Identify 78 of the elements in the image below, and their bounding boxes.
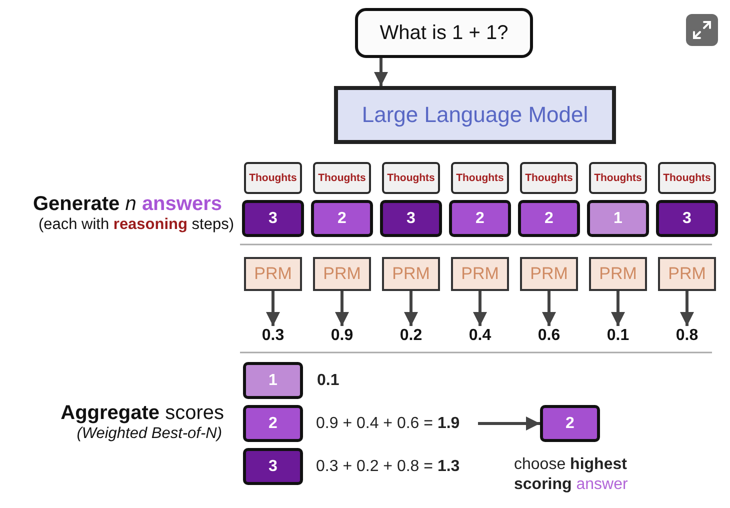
prm-label: PRM bbox=[668, 264, 706, 284]
thoughts-label: Thoughts bbox=[456, 172, 504, 184]
score-value: 0.4 bbox=[455, 326, 505, 346]
prm-box bbox=[520, 257, 578, 291]
thoughts-box bbox=[589, 162, 647, 194]
answer-number: 2 bbox=[476, 210, 484, 228]
score-value: 0.1 bbox=[317, 371, 340, 391]
prm-box bbox=[589, 257, 647, 291]
answer-number: 1 bbox=[614, 210, 622, 228]
prm-label: PRM bbox=[599, 264, 637, 284]
answer-box bbox=[380, 200, 442, 237]
prm-label: PRM bbox=[323, 264, 361, 284]
prm-box bbox=[451, 257, 509, 291]
score-value: 0.8 bbox=[662, 326, 712, 346]
thoughts-label: Thoughts bbox=[318, 172, 366, 184]
answer-box bbox=[242, 200, 304, 237]
answer-number: 2 bbox=[566, 414, 574, 432]
prompt-box bbox=[355, 8, 533, 58]
answer-box bbox=[243, 448, 303, 485]
prm-label: PRM bbox=[392, 264, 430, 284]
answer-number: 1 bbox=[268, 372, 278, 390]
thoughts-label: Thoughts bbox=[663, 172, 711, 184]
answer-number: 3 bbox=[406, 210, 416, 228]
answer-number: 2 bbox=[268, 414, 278, 432]
thoughts-box bbox=[313, 162, 371, 194]
arrow bbox=[335, 291, 349, 326]
section-heading: Aggregate scores bbox=[60, 401, 224, 425]
arrow bbox=[680, 291, 694, 326]
answer-box bbox=[449, 200, 511, 237]
answer-number: 3 bbox=[268, 210, 278, 228]
arrow bbox=[542, 291, 556, 326]
thoughts-box bbox=[451, 162, 509, 194]
answer-number: 2 bbox=[544, 210, 554, 228]
arrow bbox=[611, 291, 625, 326]
arrow bbox=[374, 58, 388, 86]
score-value: 0.3 bbox=[248, 326, 298, 346]
thoughts-label: Thoughts bbox=[525, 172, 573, 184]
score-value: 0.2 bbox=[386, 326, 436, 346]
section-subheading: (each with reasoning steps) bbox=[37, 216, 234, 235]
prm-label: PRM bbox=[461, 264, 499, 284]
thoughts-box bbox=[520, 162, 578, 194]
thoughts-box bbox=[658, 162, 716, 194]
thoughts-box bbox=[244, 162, 302, 194]
arrow bbox=[404, 291, 418, 326]
arrow bbox=[478, 416, 540, 430]
score-value: 0.6 bbox=[524, 326, 574, 346]
thoughts-label: Thoughts bbox=[249, 172, 297, 184]
answer-box bbox=[656, 200, 718, 237]
prm-label: PRM bbox=[530, 264, 568, 284]
prm-box bbox=[313, 257, 371, 291]
section-subheading: (Weighted Best-of-N) bbox=[76, 425, 222, 444]
model-box bbox=[334, 86, 616, 144]
model-label: Large Language Model bbox=[362, 102, 588, 128]
score-sum-formula: 0.9 + 0.4 + 0.6 = 1.9 bbox=[316, 413, 478, 434]
answer-number: 2 bbox=[338, 210, 346, 228]
prm-box bbox=[382, 257, 440, 291]
answer-number: 3 bbox=[682, 210, 692, 228]
prm-box bbox=[244, 257, 302, 291]
thoughts-label: Thoughts bbox=[594, 172, 642, 184]
prompt-text: What is 1 + 1? bbox=[380, 22, 508, 44]
answer-box bbox=[518, 200, 580, 237]
prm-label: PRM bbox=[254, 264, 292, 284]
selected-answer-box bbox=[540, 405, 600, 442]
thoughts-label: Thoughts bbox=[387, 172, 435, 184]
arrow bbox=[266, 291, 280, 326]
section-heading: Generate n answers bbox=[32, 192, 222, 216]
score-value: 0.9 bbox=[317, 326, 367, 346]
answer-box bbox=[311, 200, 373, 237]
thoughts-box bbox=[382, 162, 440, 194]
arrow bbox=[473, 291, 487, 326]
answer-box bbox=[243, 362, 303, 399]
answer-number: 3 bbox=[268, 458, 278, 476]
prm-box bbox=[658, 257, 716, 291]
score-value: 0.1 bbox=[593, 326, 643, 346]
answer-box bbox=[587, 200, 649, 237]
score-sum-formula: 0.3 + 0.2 + 0.8 = 1.3 bbox=[316, 457, 461, 477]
answer-box bbox=[243, 405, 303, 442]
caption-text: choose highest scoring answer bbox=[514, 455, 629, 495]
